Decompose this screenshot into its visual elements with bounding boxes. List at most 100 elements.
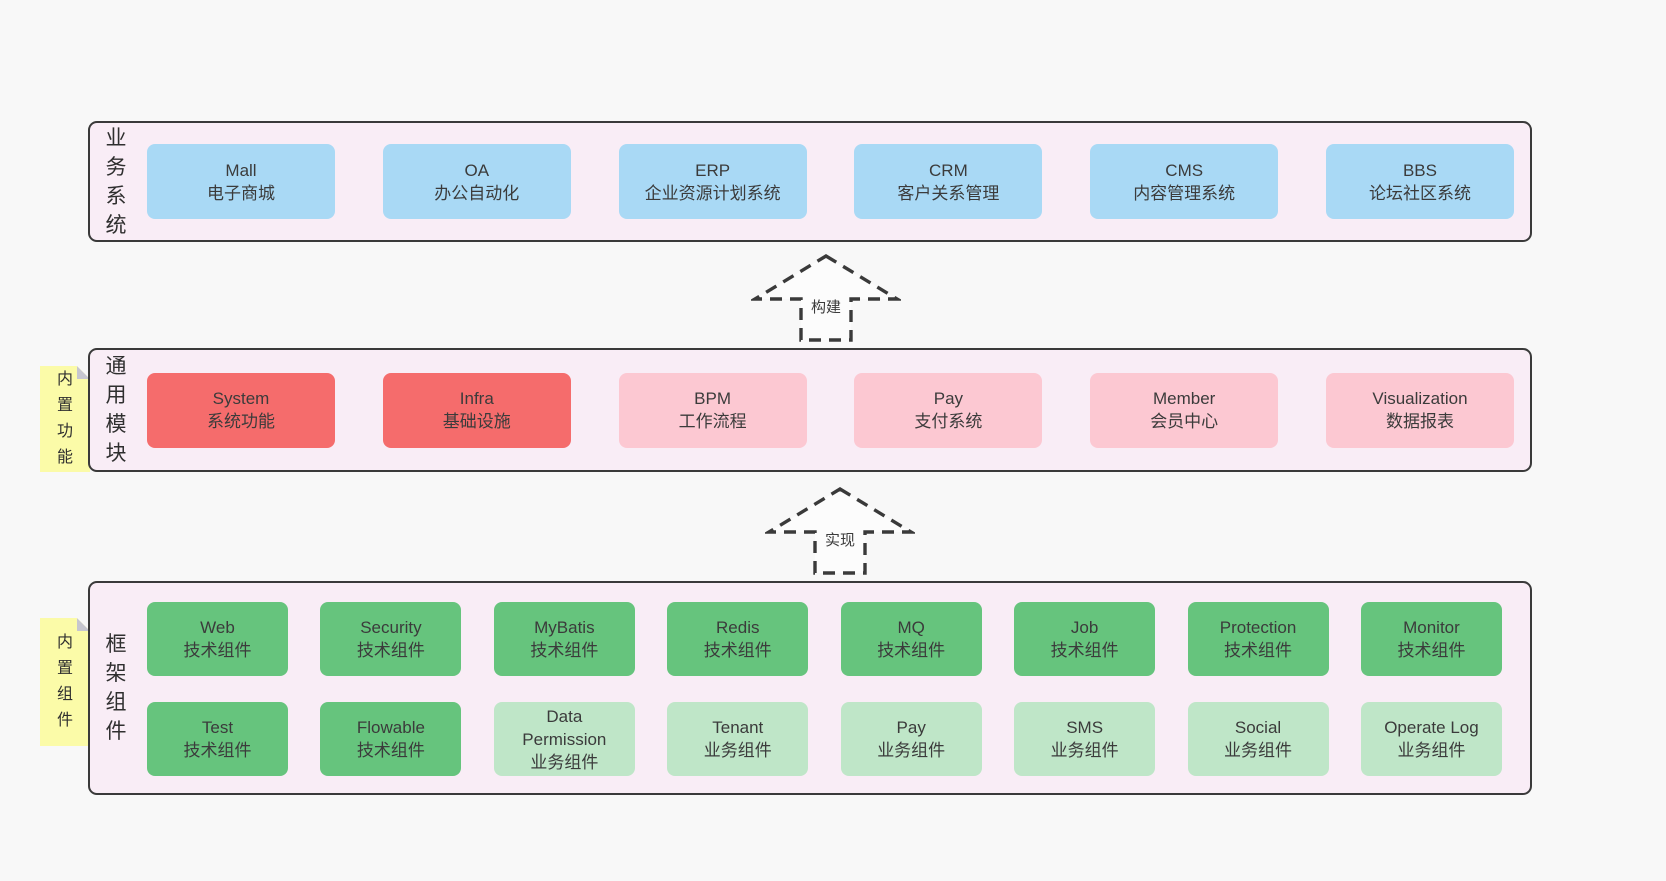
box-web: Web 技术组件	[147, 602, 288, 676]
box-title: SMS	[1066, 718, 1104, 737]
arrow-label: 实现	[822, 529, 858, 550]
layer-common-modules: 通用模块 System 系统功能 Infra 基础设施 BPM 工作流程 Pay…	[88, 348, 1532, 472]
box-title: Job	[1070, 618, 1099, 637]
box-subtitle: 技术组件	[356, 741, 425, 760]
box-subtitle: 企业资源计划系统	[644, 183, 781, 203]
box-mybatis: MyBatis 技术组件	[493, 602, 635, 676]
box-subtitle: 业务组件	[1050, 741, 1119, 760]
box-erp: ERP 企业资源计划系统	[618, 144, 807, 219]
box-subtitle: 会员中心	[1150, 412, 1219, 431]
box-title: ERP	[695, 160, 731, 180]
layer-framework-components: 框架组件 Web 技术组件 Security 技术组件 MyBatis 技术组件…	[88, 581, 1532, 795]
box-test: Test 技术组件	[147, 702, 288, 776]
box-title: MQ	[897, 618, 925, 637]
box-subtitle: 业务组件	[703, 741, 772, 760]
box-row: Mall 电子商城 OA 办公自动化 ERP 企业资源计划系统 CRM 客户关系…	[90, 123, 1530, 240]
box-protection: Protection 技术组件	[1187, 602, 1329, 676]
box-social: Social 业务组件	[1187, 702, 1329, 776]
box-subtitle: 支付系统	[914, 412, 983, 431]
layer-label: 业务系统	[105, 126, 127, 237]
box-mall: Mall 电子商城	[147, 144, 335, 219]
box-title: Pay	[933, 389, 964, 408]
box-member: Member 会员中心	[1090, 372, 1279, 448]
box-bpm: BPM 工作流程	[618, 372, 807, 448]
sticky-note-text: 内置组件	[56, 634, 73, 729]
arrow-label: 构建	[808, 296, 844, 317]
box-title: Mall	[225, 160, 257, 180]
sticky-note-builtin-components: 内置组件	[40, 618, 90, 746]
box-row-business: Test 技术组件 Flowable 技术组件 Data Permission …	[90, 702, 1530, 776]
box-cms: CMS 内容管理系统	[1090, 144, 1279, 219]
layer-business-systems: 业务系统 Mall 电子商城 OA 办公自动化 ERP 企业资源计划系统 CRM…	[88, 121, 1532, 242]
sticky-note-builtin-features: 内置功能	[40, 366, 90, 472]
box-title: BBS	[1402, 160, 1437, 180]
box-subtitle: 系统功能	[207, 412, 275, 431]
box-title: Flowable	[356, 718, 425, 737]
box-row: System 系统功能 Infra 基础设施 BPM 工作流程 Pay 支付系统…	[90, 350, 1530, 470]
layer-label: 通用模块	[105, 355, 127, 465]
box-flowable: Flowable 技术组件	[320, 702, 462, 776]
box-subtitle: 电子商城	[207, 183, 275, 203]
box-crm: CRM 客户关系管理	[854, 144, 1043, 219]
box-title: Security	[360, 618, 422, 637]
box-monitor: Monitor 技术组件	[1360, 602, 1502, 676]
box-infra: Infra 基础设施	[382, 372, 571, 448]
box-title: Visualization	[1372, 389, 1468, 408]
box-subtitle: 技术组件	[356, 641, 425, 660]
box-subtitle: 技术组件	[530, 641, 599, 660]
box-title: Operate Log	[1384, 718, 1479, 737]
box-oa: OA 办公自动化	[382, 144, 571, 219]
box-tenant: Tenant 业务组件	[667, 702, 809, 776]
box-subtitle: 业务组件	[1224, 741, 1293, 760]
box-title: BPM	[694, 389, 732, 408]
box-sms: SMS 业务组件	[1014, 702, 1156, 776]
box-title: System	[212, 389, 270, 408]
box-subtitle: 技术组件	[703, 641, 772, 660]
box-subtitle: 论坛社区系统	[1368, 183, 1471, 203]
arrow-up-build: 构建	[748, 252, 904, 344]
box-pay-module: Pay 支付系统	[854, 372, 1043, 448]
arrow-up-implement: 实现	[762, 485, 918, 577]
box-mq: MQ 技术组件	[840, 602, 982, 676]
box-title: Infra	[459, 389, 494, 408]
box-title: Protection	[1219, 618, 1297, 637]
box-title: Data Permission	[522, 706, 607, 749]
box-row-technical: Web 技术组件 Security 技术组件 MyBatis 技术组件 Redi…	[90, 602, 1530, 676]
box-redis: Redis 技术组件	[667, 602, 809, 676]
box-security: Security 技术组件	[320, 602, 462, 676]
box-title: Tenant	[712, 718, 764, 737]
box-rows: Web 技术组件 Security 技术组件 MyBatis 技术组件 Redi…	[90, 583, 1530, 776]
box-bbs: BBS 论坛社区系统	[1325, 144, 1514, 219]
box-title: Member	[1153, 389, 1216, 408]
box-title: Test	[201, 718, 234, 737]
box-title: Web	[200, 618, 235, 637]
box-data-permission: Data Permission 业务组件	[493, 702, 635, 776]
sticky-note-text: 内置功能	[56, 371, 73, 466]
box-title: MyBatis	[534, 618, 595, 637]
box-subtitle: 技术组件	[1050, 641, 1119, 660]
box-title: Pay	[896, 718, 926, 737]
box-subtitle: 数据报表	[1385, 412, 1454, 431]
box-visualization: Visualization 数据报表	[1325, 372, 1514, 448]
box-subtitle: 业务组件	[877, 741, 946, 760]
box-title: Social	[1234, 718, 1282, 737]
box-subtitle: 客户关系管理	[897, 183, 1000, 203]
box-operate-log: Operate Log 业务组件	[1360, 702, 1502, 776]
box-subtitle: 内容管理系统	[1133, 183, 1236, 203]
box-title: Redis	[716, 618, 760, 637]
box-subtitle: 基础设施	[442, 412, 511, 431]
box-subtitle: 办公自动化	[434, 183, 520, 203]
box-subtitle: 技术组件	[877, 641, 946, 660]
box-subtitle: 业务组件	[530, 752, 599, 772]
layer-label: 框架组件	[105, 633, 127, 743]
box-subtitle: 技术组件	[1224, 641, 1293, 660]
box-subtitle: 业务组件	[1397, 741, 1466, 760]
box-system: System 系统功能	[147, 372, 335, 448]
box-title: OA	[464, 160, 490, 180]
box-subtitle: 技术组件	[183, 741, 252, 760]
box-subtitle: 工作流程	[678, 412, 747, 431]
box-title: CMS	[1165, 160, 1204, 180]
box-title: Monitor	[1403, 618, 1460, 637]
box-subtitle: 技术组件	[1397, 641, 1466, 660]
